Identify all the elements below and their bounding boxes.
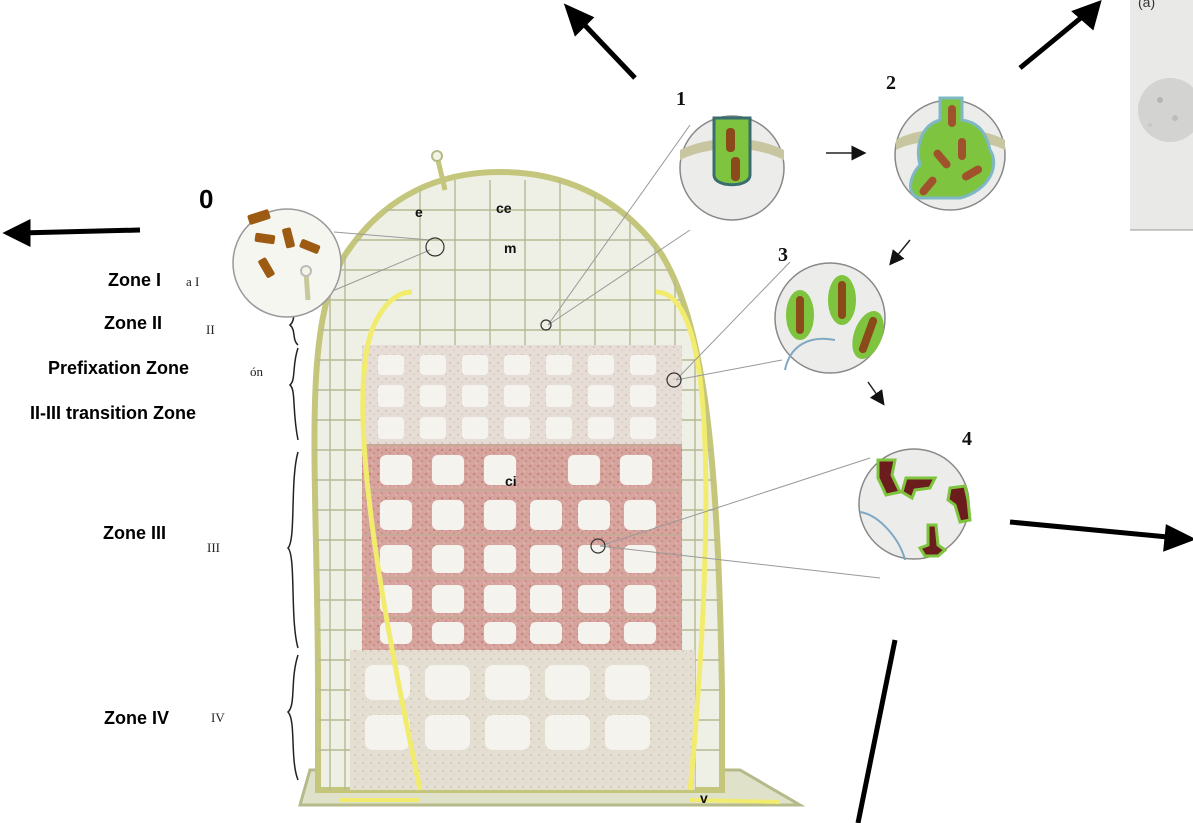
zone-2-label: Zone II: [104, 313, 162, 334]
panel-corner-label: (a): [1138, 0, 1155, 10]
zone-1-label: Zone I: [108, 270, 161, 291]
roman-2-label: II: [206, 322, 215, 338]
infected-cells-label: ci: [505, 473, 517, 489]
nodule-body: [300, 151, 800, 805]
vascular-label: v: [700, 790, 708, 806]
roman-prefix-label: ón: [250, 364, 263, 380]
stage-3-label: 3: [778, 244, 788, 267]
stage-0-label: 0: [199, 184, 213, 215]
epidermis-label: e: [415, 204, 423, 220]
zone-brackets: [288, 300, 298, 780]
stage-4-label: 4: [962, 428, 972, 451]
prefixation-zone-label: Prefixation Zone: [48, 358, 189, 379]
stage-2-label: 2: [886, 72, 896, 95]
zone-3-label: Zone III: [103, 523, 166, 544]
roman-3-label: III: [207, 540, 220, 556]
meristem-label: m: [504, 240, 516, 256]
cortex-label: ce: [496, 200, 512, 216]
stage-1-label: 1: [676, 88, 686, 111]
transition-zone-label: II-III transition Zone: [30, 403, 196, 424]
roman-4-label: IV: [211, 710, 225, 726]
inset-stage-2: [895, 98, 1005, 210]
corner-panel: [1130, 0, 1193, 230]
roman-1-label: a I: [186, 274, 199, 290]
zone-4-label: Zone IV: [104, 708, 169, 729]
